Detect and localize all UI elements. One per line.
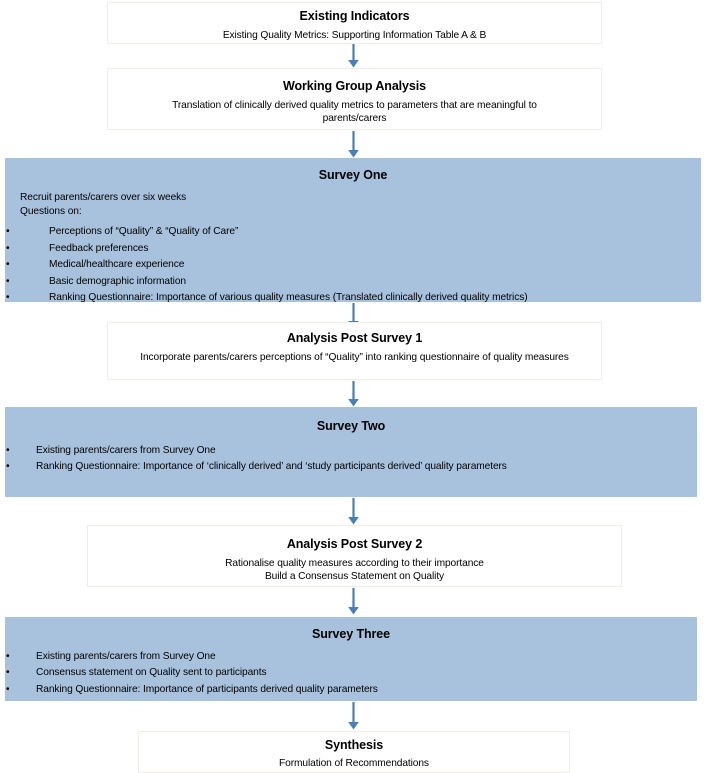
list-item-label: Feedback preferences [49, 242, 149, 254]
list-item-label: Perceptions of “Quality” & “Quality of C… [49, 226, 239, 238]
bullet-icon: • [6, 275, 10, 287]
node-existing-indicators-subtitle: Existing Quality Metrics: Supporting Inf… [222, 29, 487, 41]
list-item: • Consensus statement on Quality sent to… [6, 665, 696, 682]
node-survey-two-bullet-list: • Existing parents/carers from Survey On… [6, 443, 696, 476]
list-item: • Medical/healthcare experience [6, 257, 700, 274]
node-survey-three: Survey Three • Existing parents/carers f… [5, 617, 697, 701]
node-working-group-analysis-title: Working Group Analysis [283, 79, 426, 93]
connector-arrow-6 [347, 588, 360, 615]
node-synthesis: Synthesis Formulation of Recommendations [138, 731, 570, 773]
arrow-down-icon [348, 588, 359, 615]
node-survey-two: Survey Two • Existing parents/carers fro… [5, 407, 697, 497]
node-survey-one-lead-1: Recruit parents/carers over six weeks [20, 191, 187, 203]
list-item-label: Basic demographic information [49, 275, 186, 287]
list-item: • Basic demographic information [6, 274, 700, 291]
bullet-icon: • [6, 667, 10, 679]
bullet-icon: • [6, 461, 10, 473]
node-working-group-analysis: Working Group Analysis Translation of cl… [107, 68, 602, 130]
bullet-icon: • [6, 444, 10, 456]
node-existing-indicators-title: Existing Indicators [299, 9, 410, 23]
list-item-label: Ranking Questionnaire: Importance of par… [36, 683, 378, 695]
node-survey-one-lead-2: Questions on: [20, 206, 82, 218]
connector-arrow-2 [347, 131, 360, 158]
node-existing-indicators: Existing Indicators Existing Quality Met… [107, 2, 602, 44]
list-item: • Existing parents/carers from Survey On… [6, 443, 696, 460]
list-item-label: Ranking Questionnaire: Importance of ‘cl… [36, 461, 507, 473]
bullet-icon: • [6, 292, 10, 304]
node-survey-two-title: Survey Two [316, 419, 386, 433]
connector-arrow-4 [347, 381, 360, 407]
list-item: • Ranking Questionnaire: Importance of p… [6, 682, 696, 699]
arrow-down-icon [348, 702, 359, 730]
connector-arrow-1 [347, 44, 360, 68]
bullet-icon: • [6, 226, 10, 238]
node-analysis-post-survey-2: Analysis Post Survey 2 Rationalise quali… [87, 525, 622, 587]
node-analysis-post-survey-1-title: Analysis Post Survey 1 [286, 331, 423, 345]
arrow-down-icon [348, 131, 359, 158]
node-working-group-analysis-subtitle: Translation of clinically derived qualit… [172, 99, 537, 125]
list-item: • Ranking Questionnaire: Importance of v… [6, 290, 700, 307]
connector-arrow-7 [347, 702, 360, 730]
bullet-icon: • [6, 259, 10, 271]
node-survey-three-title: Survey Three [311, 627, 390, 641]
node-synthesis-subtitle: Formulation of Recommendations [279, 757, 429, 769]
list-item: • Perceptions of “Quality” & “Quality of… [6, 224, 700, 241]
node-analysis-post-survey-2-subtitle-line-2: Build a Consensus Statement on Quality [264, 571, 445, 583]
node-analysis-post-survey-2-title: Analysis Post Survey 2 [286, 537, 423, 551]
node-analysis-post-survey-2-subtitle-line-1: Rationalise quality measures according t… [225, 557, 484, 569]
node-survey-one-bullet-list: • Perceptions of “Quality” & “Quality of… [6, 224, 700, 307]
arrow-down-icon [348, 44, 359, 68]
node-analysis-post-survey-1-subtitle: Incorporate parents/carers perceptions o… [140, 351, 569, 363]
node-survey-one-title: Survey One [318, 168, 388, 182]
node-synthesis-title: Synthesis [324, 738, 384, 752]
bullet-icon: • [6, 683, 10, 695]
list-item-label: Medical/healthcare experience [49, 259, 185, 271]
node-survey-one: Survey One Recruit parents/carers over s… [5, 158, 701, 303]
bullet-icon: • [6, 650, 10, 662]
node-analysis-post-survey-1: Analysis Post Survey 1 Incorporate paren… [107, 322, 602, 380]
bullet-icon: • [6, 242, 10, 254]
list-item: • Feedback preferences [6, 241, 700, 258]
list-item: • Ranking Questionnaire: Importance of ‘… [6, 459, 696, 476]
connector-arrow-5 [347, 498, 360, 525]
arrow-down-icon [348, 498, 359, 525]
arrow-down-icon [348, 381, 359, 407]
list-item-label: Existing parents/carers from Survey One [36, 444, 216, 456]
list-item-label: Consensus statement on Quality sent to p… [36, 667, 267, 679]
list-item-label: Ranking Questionnaire: Importance of var… [49, 292, 528, 304]
list-item: • Existing parents/carers from Survey On… [6, 649, 696, 666]
node-survey-three-bullet-list: • Existing parents/carers from Survey On… [6, 649, 696, 699]
list-item-label: Existing parents/carers from Survey One [36, 650, 216, 662]
